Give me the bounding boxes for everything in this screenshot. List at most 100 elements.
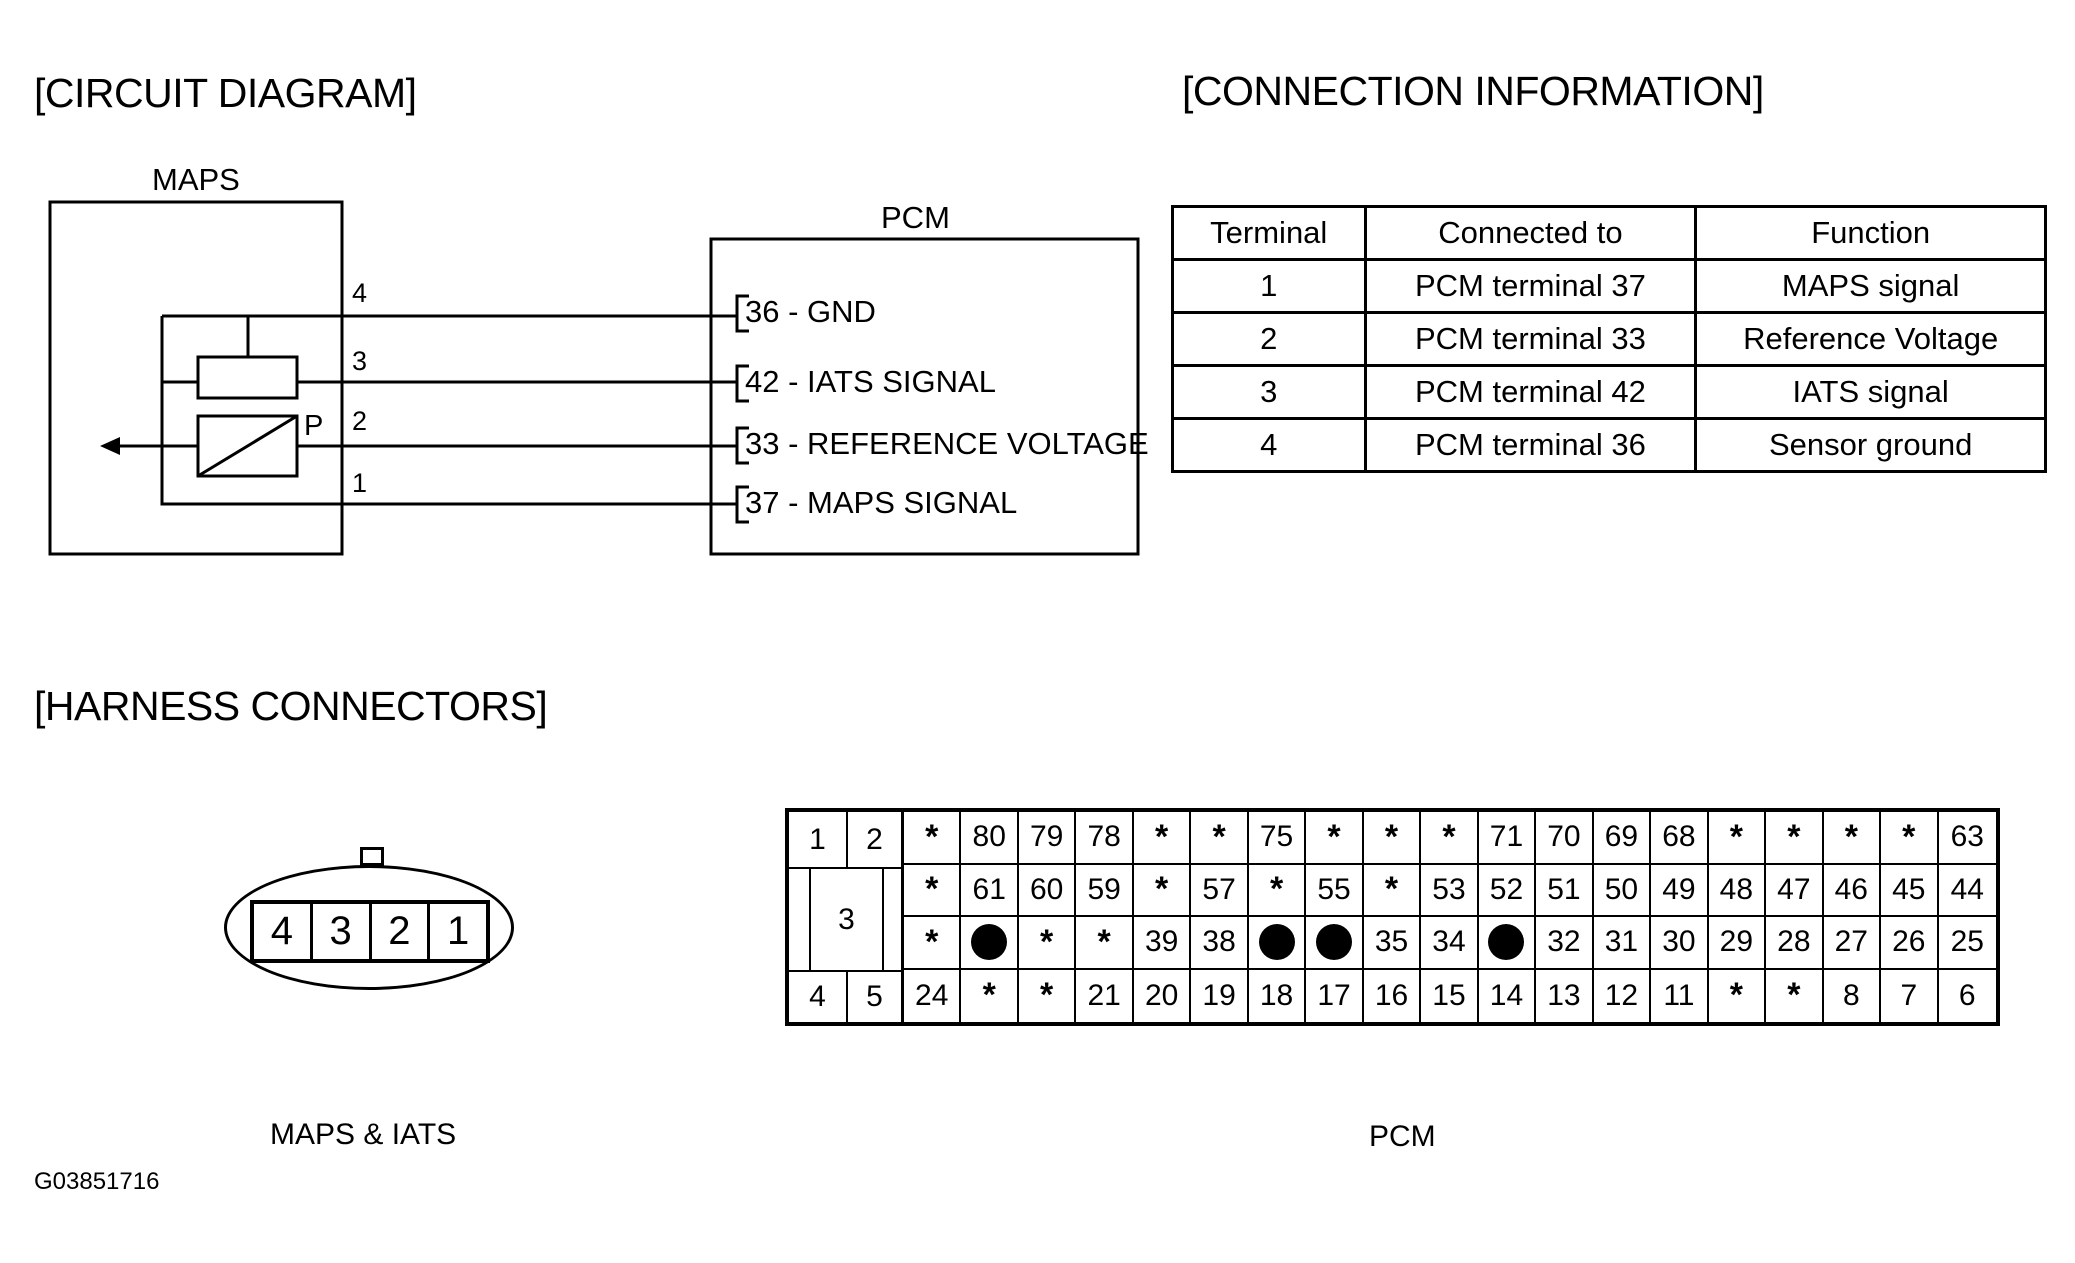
pcm-pin: 28 <box>1766 917 1824 970</box>
pcm-pin-used-dot-icon <box>1248 917 1307 970</box>
header-connected-to: Connected to <box>1363 205 1698 261</box>
pcm-pin: 27 <box>1823 917 1882 970</box>
pcm-connector-divider <box>789 867 904 869</box>
harness-connectors-title: [HARNESS CONNECTORS] <box>34 683 548 729</box>
table-cell: 3 <box>1171 364 1367 420</box>
table-cell: MAPS signal <box>1694 258 2047 314</box>
maps-connector: 4 3 2 1 <box>250 900 490 963</box>
pcm-pin: 16 <box>1364 969 1422 1022</box>
pcm-pin: 53 <box>1421 864 1479 917</box>
table-cell: Reference Voltage <box>1694 311 2047 367</box>
pcm-pin: 7 <box>1881 969 1939 1022</box>
pcm-pin: 71 <box>1478 812 1537 865</box>
pcm-pin: 57 <box>1191 864 1249 917</box>
table-cell: 1 <box>1171 258 1367 314</box>
table-row: 2 PCM terminal 33 Reference Voltage <box>1171 311 2047 367</box>
pcm-pin-3: 3 <box>838 902 855 936</box>
pcm-pin: 78 <box>1076 812 1134 865</box>
pcm-pin: 35 <box>1363 917 1422 970</box>
pcm-pin-4: 4 <box>809 980 826 1013</box>
pcm-pin: 13 <box>1536 969 1594 1022</box>
pcm-pin-unused: * <box>1881 812 1939 865</box>
pcm-pin: 80 <box>961 812 1019 865</box>
pcm-pin-unused: * <box>904 812 962 865</box>
iats-resistor <box>196 355 299 400</box>
pcm-pin: 14 <box>1479 969 1537 1022</box>
pcm-terminal-bracket-33 <box>735 426 749 465</box>
table-cell: Sensor ground <box>1694 417 2047 473</box>
pcm-terminal-33-label: 33 - REFERENCE VOLTAGE <box>745 426 1149 461</box>
pcm-pin: 31 <box>1593 917 1652 970</box>
pcm-pin: 24 <box>904 969 962 1022</box>
pcm-pin: 6 <box>1958 978 1976 1012</box>
maps-connector-caption: MAPS & IATS <box>270 1118 457 1151</box>
pcm-pin-unused: * <box>1191 812 1249 865</box>
pcm-pin-unused: * <box>1709 969 1767 1022</box>
pcm-pin-unused: * <box>1133 864 1192 917</box>
maps-sensor-box <box>48 200 344 556</box>
header-terminal: Terminal <box>1171 205 1367 261</box>
pcm-box <box>709 237 1140 556</box>
pcm-pin: 46 <box>1823 864 1882 917</box>
pcm-pin: 48 <box>1708 864 1767 917</box>
table-cell: PCM terminal 37 <box>1363 258 1698 314</box>
pcm-connector-divider <box>882 867 884 970</box>
pcm-pin-unused: * <box>1018 917 1077 970</box>
pcm-pin: 44 <box>1938 865 1996 917</box>
figure-id: G03851716 <box>34 1168 160 1195</box>
maps-connector-pin: 2 <box>372 904 431 959</box>
pcm-connector-divider <box>846 970 848 1022</box>
pcm-pin: 47 <box>1766 864 1824 917</box>
sensor-p-label: P <box>304 410 324 442</box>
header-function: Function <box>1694 205 2047 261</box>
pcm-pin: 26 <box>1881 917 1939 970</box>
pcm-pin-unused: * <box>1708 812 1767 865</box>
pcm-pin: 15 <box>1421 969 1479 1022</box>
pcm-pin: 51 <box>1536 864 1594 917</box>
pcm-pin: 29 <box>1708 917 1767 970</box>
pcm-label: PCM <box>881 200 950 235</box>
pcm-pin-unused: * <box>904 917 962 970</box>
pcm-pin: 75 <box>1248 812 1307 865</box>
pcm-connector-divider <box>846 812 848 867</box>
pcm-pin: 49 <box>1651 864 1709 917</box>
pcm-pin: 21 <box>1076 969 1134 1022</box>
pcm-pin-5: 5 <box>866 980 883 1013</box>
maps-connector-pin: 1 <box>447 909 470 953</box>
pcm-pin: 17 <box>1306 969 1364 1022</box>
pcm-pin: 8 <box>1824 969 1882 1022</box>
pcm-pin-used-dot-icon <box>1478 917 1537 970</box>
pcm-pin-unused: * <box>1766 969 1824 1022</box>
pcm-pin: 34 <box>1421 917 1479 970</box>
pcm-pin: 79 <box>1018 812 1077 865</box>
pcm-pin: 38 <box>1191 917 1249 970</box>
maps-connector-pin: 3 <box>313 904 372 959</box>
pcm-pin: 63 <box>1938 812 1996 865</box>
pcm-pin-unused: * <box>1133 812 1192 865</box>
pcm-pin: 60 <box>1018 864 1077 917</box>
pcm-pin: 50 <box>1593 864 1652 917</box>
pcm-pin: 45 <box>1881 864 1939 917</box>
filled-dot-icon <box>1258 924 1295 961</box>
table-row: 1 PCM terminal 37 MAPS signal <box>1171 258 2047 314</box>
filled-dot-icon <box>1316 924 1353 961</box>
pcm-pin: 25 <box>1938 917 1996 970</box>
pcm-pin: 55 <box>1306 864 1364 917</box>
pcm-pin-unused: * <box>1019 969 1077 1022</box>
pcm-pin: 69 <box>1593 812 1652 865</box>
pcm-pin-unused: * <box>1306 812 1364 865</box>
maps-connector-outline <box>224 865 514 990</box>
pcm-pin: 32 <box>1536 917 1594 970</box>
pcm-terminal-bracket-37 <box>735 485 749 524</box>
maps-pin-label-4: 4 <box>352 278 368 308</box>
pcm-pin-unused: * <box>1076 917 1134 970</box>
pcm-connector-divider <box>809 867 811 970</box>
pcm-pin-used-dot-icon <box>1306 917 1364 970</box>
connection-information-table: Terminal Connected to Function 1 PCM ter… <box>1171 205 2047 473</box>
pcm-pin-2: 2 <box>866 822 883 856</box>
pcm-pin: 59 <box>1076 864 1134 917</box>
pcm-pin-unused: * <box>904 864 962 917</box>
maps-pin-label-2: 2 <box>352 406 368 436</box>
pcm-pin: 11 <box>1651 969 1709 1022</box>
table-cell: PCM terminal 33 <box>1363 311 1698 367</box>
